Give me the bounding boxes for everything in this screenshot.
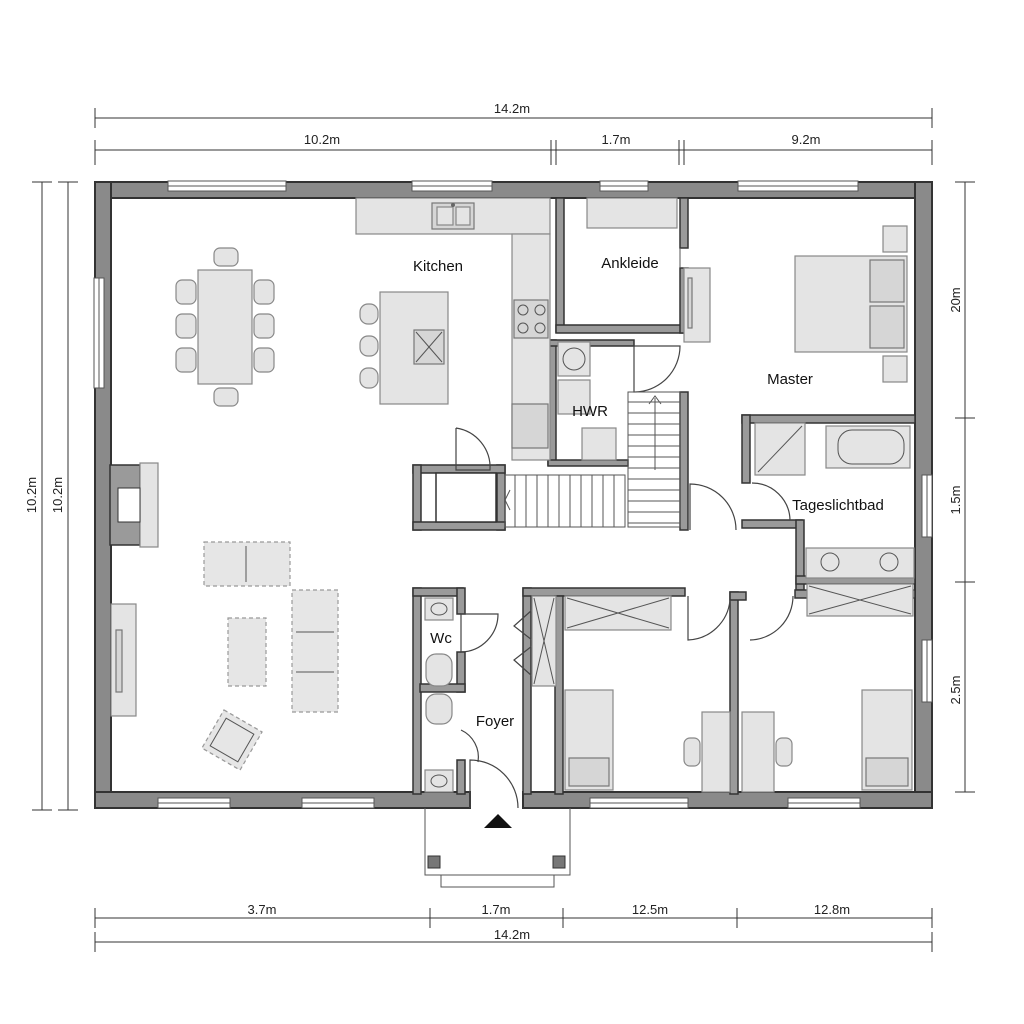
dim-bottom-seg1: 3.7m bbox=[248, 902, 277, 917]
dim-left-inner: 10.2m bbox=[50, 477, 65, 513]
room-label-ankleide: Ankleide bbox=[601, 255, 659, 272]
interior-walls bbox=[412, 197, 916, 795]
master-furniture bbox=[794, 225, 908, 383]
dimension-lines: 14.2m 10.2m 1.7m 9.2m 3.7m 1.7m 12.5m 12… bbox=[24, 101, 975, 952]
dim-bottom-seg3: 12.5m bbox=[632, 902, 668, 917]
dining-table bbox=[175, 247, 275, 407]
hwr-furniture bbox=[557, 341, 617, 461]
entrance-arrow-icon bbox=[484, 814, 512, 828]
room-label-foyer: Foyer bbox=[476, 713, 514, 730]
kitchen-furniture bbox=[355, 197, 551, 461]
dim-top-seg2: 1.7m bbox=[602, 132, 631, 147]
room-label-master: Master bbox=[767, 371, 813, 388]
dim-bottom-total: 14.2m bbox=[494, 927, 530, 942]
room-label-hwr: HWR bbox=[572, 403, 608, 420]
dim-top-seg3: 9.2m bbox=[792, 132, 821, 147]
staircase bbox=[504, 391, 681, 528]
dim-bottom-seg2: 1.7m bbox=[482, 902, 511, 917]
dim-bottom-seg4: 12.8m bbox=[814, 902, 850, 917]
ankleide-furniture bbox=[586, 197, 711, 343]
dim-right-seg1: 20m bbox=[948, 287, 963, 312]
living-furniture bbox=[109, 462, 339, 771]
room-label-tageslichtbad: Tageslichtbad bbox=[792, 497, 884, 514]
wc-fixtures bbox=[424, 597, 454, 793]
dim-right-seg2: 1.5m bbox=[948, 486, 963, 515]
room-label-kitchen: Kitchen bbox=[413, 258, 463, 275]
bath-fixtures bbox=[754, 422, 915, 579]
dim-left-outer: 10.2m bbox=[24, 477, 39, 513]
entrance-porch bbox=[424, 808, 571, 888]
dim-top-seg1: 10.2m bbox=[304, 132, 340, 147]
windows bbox=[93, 180, 933, 809]
bedroom-furniture bbox=[531, 583, 914, 793]
room-label-wc: Wc bbox=[430, 630, 452, 647]
dim-right-seg3: 2.5m bbox=[948, 676, 963, 705]
dim-top-total: 14.2m bbox=[494, 101, 530, 116]
doors bbox=[455, 248, 794, 809]
room-labels: Kitchen Ankleide Master HWR Tageslichtba… bbox=[413, 255, 884, 730]
